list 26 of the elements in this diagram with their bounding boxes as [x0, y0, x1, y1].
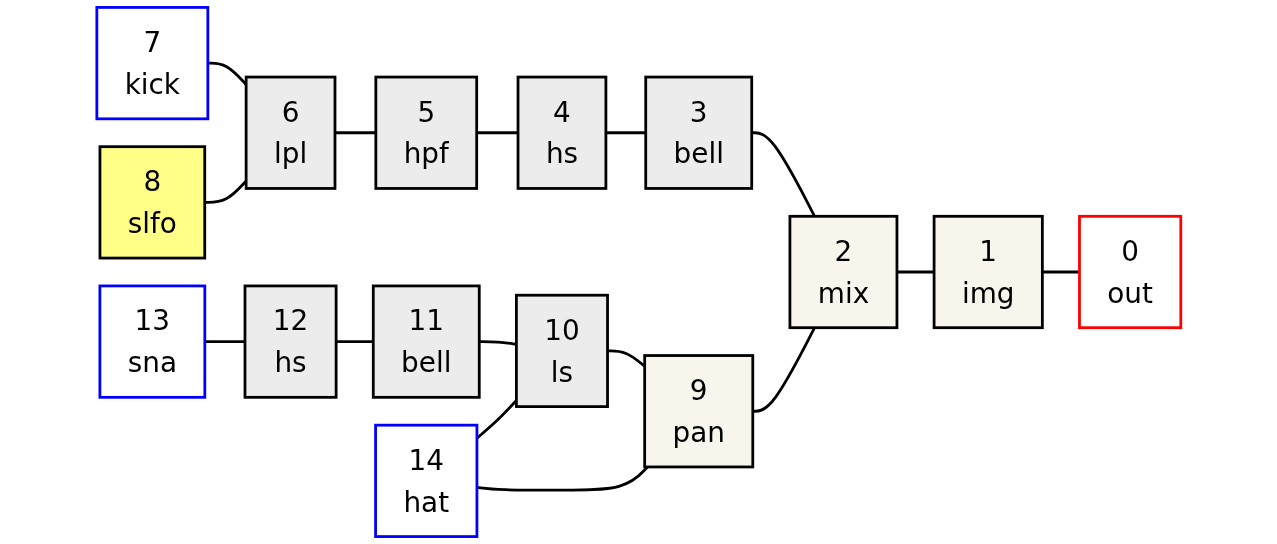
connector	[752, 327, 816, 413]
connector	[476, 131, 518, 135]
connector	[896, 270, 934, 274]
connector	[605, 131, 646, 135]
node-box: 1 img	[932, 214, 1044, 330]
node-box: 11 bell	[371, 284, 481, 399]
node-box: 5 hpf	[374, 75, 478, 190]
node-box: 14 hat	[373, 423, 478, 538]
connector	[751, 131, 816, 217]
node-box: 2 mix	[788, 214, 898, 330]
connector	[335, 340, 373, 343]
node-box: 10 ls	[514, 293, 609, 408]
connector	[1042, 270, 1080, 274]
node-box: 7 kick	[95, 6, 209, 121]
node-box: 8 slfo	[98, 145, 206, 260]
connector	[476, 466, 649, 492]
node-box: 12 hs	[243, 284, 338, 399]
node-box: 6 lpl	[244, 75, 337, 190]
connector	[334, 131, 376, 135]
connector	[204, 340, 245, 343]
node-box: 9 pan	[642, 354, 754, 469]
node-box: 0 out	[1077, 214, 1182, 330]
connector	[478, 340, 517, 346]
node-box: 3 bell	[644, 75, 753, 190]
node-box: 4 hs	[516, 75, 607, 190]
node-box: 13 sna	[98, 284, 206, 399]
